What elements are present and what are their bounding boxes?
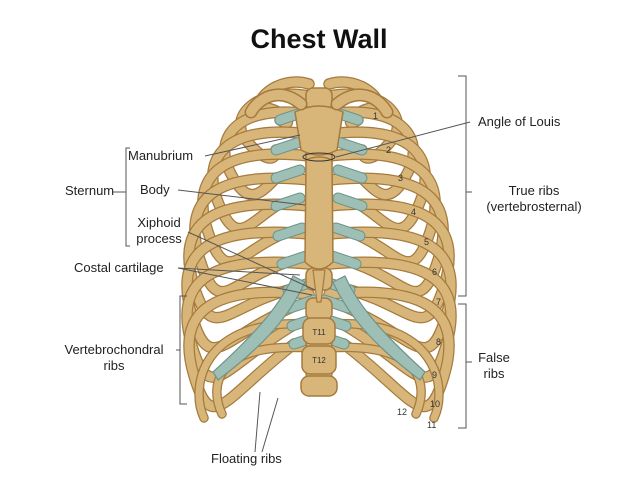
leader-line bbox=[254, 391, 261, 453]
costal-cartilage bbox=[333, 137, 367, 155]
leader-line bbox=[187, 231, 316, 291]
costal-cartilage bbox=[271, 193, 305, 211]
label-xiphoid-line2: process bbox=[136, 231, 182, 246]
costal-cartilage bbox=[331, 223, 365, 241]
costal-cartilage bbox=[271, 165, 305, 183]
sternum-body-bone bbox=[304, 156, 334, 270]
clavicle bbox=[332, 89, 392, 117]
vertebra-label: T11 bbox=[312, 328, 326, 337]
leader-lines bbox=[113, 75, 472, 453]
label-angle-of-louis: Angle of Louis bbox=[478, 114, 561, 129]
costal-margin bbox=[332, 275, 426, 381]
label-manubrium: Manubrium bbox=[128, 148, 194, 163]
clavicles bbox=[244, 88, 394, 119]
rib-number: 5 bbox=[424, 237, 430, 247]
label-true-ribs-line2: (vertebrosternal) bbox=[486, 199, 582, 214]
rib-bone bbox=[324, 287, 454, 411]
vertebra-t11 bbox=[302, 317, 336, 345]
label-vertebrochondral-line1: Vertebrochondral bbox=[64, 342, 164, 357]
costal-cartilage bbox=[273, 223, 307, 241]
rib-bone bbox=[198, 149, 314, 267]
label-false-ribs-line2: ribs bbox=[483, 366, 505, 381]
label-vertebrochondral-ribs: Vertebrochondral ribs bbox=[52, 342, 176, 374]
label-costal-cartilage: Costal cartilage bbox=[74, 260, 164, 275]
rib-number: 12 bbox=[397, 407, 408, 417]
costal-margin bbox=[212, 275, 306, 381]
rib-number: 4 bbox=[411, 207, 417, 217]
label-true-ribs-line1: True ribs bbox=[508, 183, 560, 198]
costal-cartilage bbox=[333, 165, 367, 183]
rib-number: 10 bbox=[430, 399, 441, 409]
rib-number: 7 bbox=[436, 297, 442, 307]
page-title: Chest Wall bbox=[250, 24, 388, 54]
rib-bone bbox=[324, 149, 440, 267]
label-xiphoid: Xiphoid process bbox=[131, 215, 187, 247]
vertebra-l1 bbox=[300, 375, 338, 397]
costal-cartilage bbox=[277, 251, 311, 269]
leader-line bbox=[177, 267, 313, 296]
costal-cartilage bbox=[333, 193, 367, 211]
rib-number: 6 bbox=[432, 267, 438, 277]
label-false-ribs: False ribs bbox=[474, 350, 514, 382]
vertebra-t12 bbox=[301, 345, 337, 375]
leader-line bbox=[177, 267, 301, 276]
vertebra-label: T12 bbox=[312, 356, 326, 365]
leader-line bbox=[177, 189, 306, 206]
rib-number: 11 bbox=[427, 420, 437, 430]
leader-line bbox=[204, 134, 301, 157]
label-vertebrochondral-line2: ribs bbox=[103, 358, 125, 373]
rib-number: 1 bbox=[373, 111, 379, 121]
bracket bbox=[458, 303, 467, 429]
xiphoid-bone bbox=[312, 269, 326, 303]
bracket bbox=[458, 75, 467, 297]
leader-line bbox=[335, 121, 471, 158]
manubrium-bone bbox=[294, 105, 344, 156]
rib-number: 8 bbox=[436, 337, 442, 347]
clavicle bbox=[246, 89, 306, 117]
label-true-ribs: True ribs (vertebrosternal) bbox=[472, 183, 596, 215]
bracket bbox=[125, 147, 130, 247]
label-false-ribs-line1: False bbox=[478, 350, 510, 365]
rib-number: 3 bbox=[398, 173, 404, 183]
rib-number: 9 bbox=[432, 370, 438, 380]
leader-line bbox=[261, 397, 279, 453]
angle-of-louis-ring bbox=[302, 152, 336, 162]
rib-bone bbox=[184, 287, 314, 411]
rib-number: 2 bbox=[386, 145, 392, 155]
label-xiphoid-line1: Xiphoid bbox=[137, 215, 181, 230]
sternum-bone bbox=[294, 105, 344, 303]
label-body: Body bbox=[140, 182, 170, 197]
label-floating-ribs: Floating ribs bbox=[211, 451, 282, 466]
costal-cartilage bbox=[327, 251, 361, 269]
label-sternum: Sternum bbox=[65, 183, 115, 198]
costal-cartilage bbox=[271, 137, 305, 155]
